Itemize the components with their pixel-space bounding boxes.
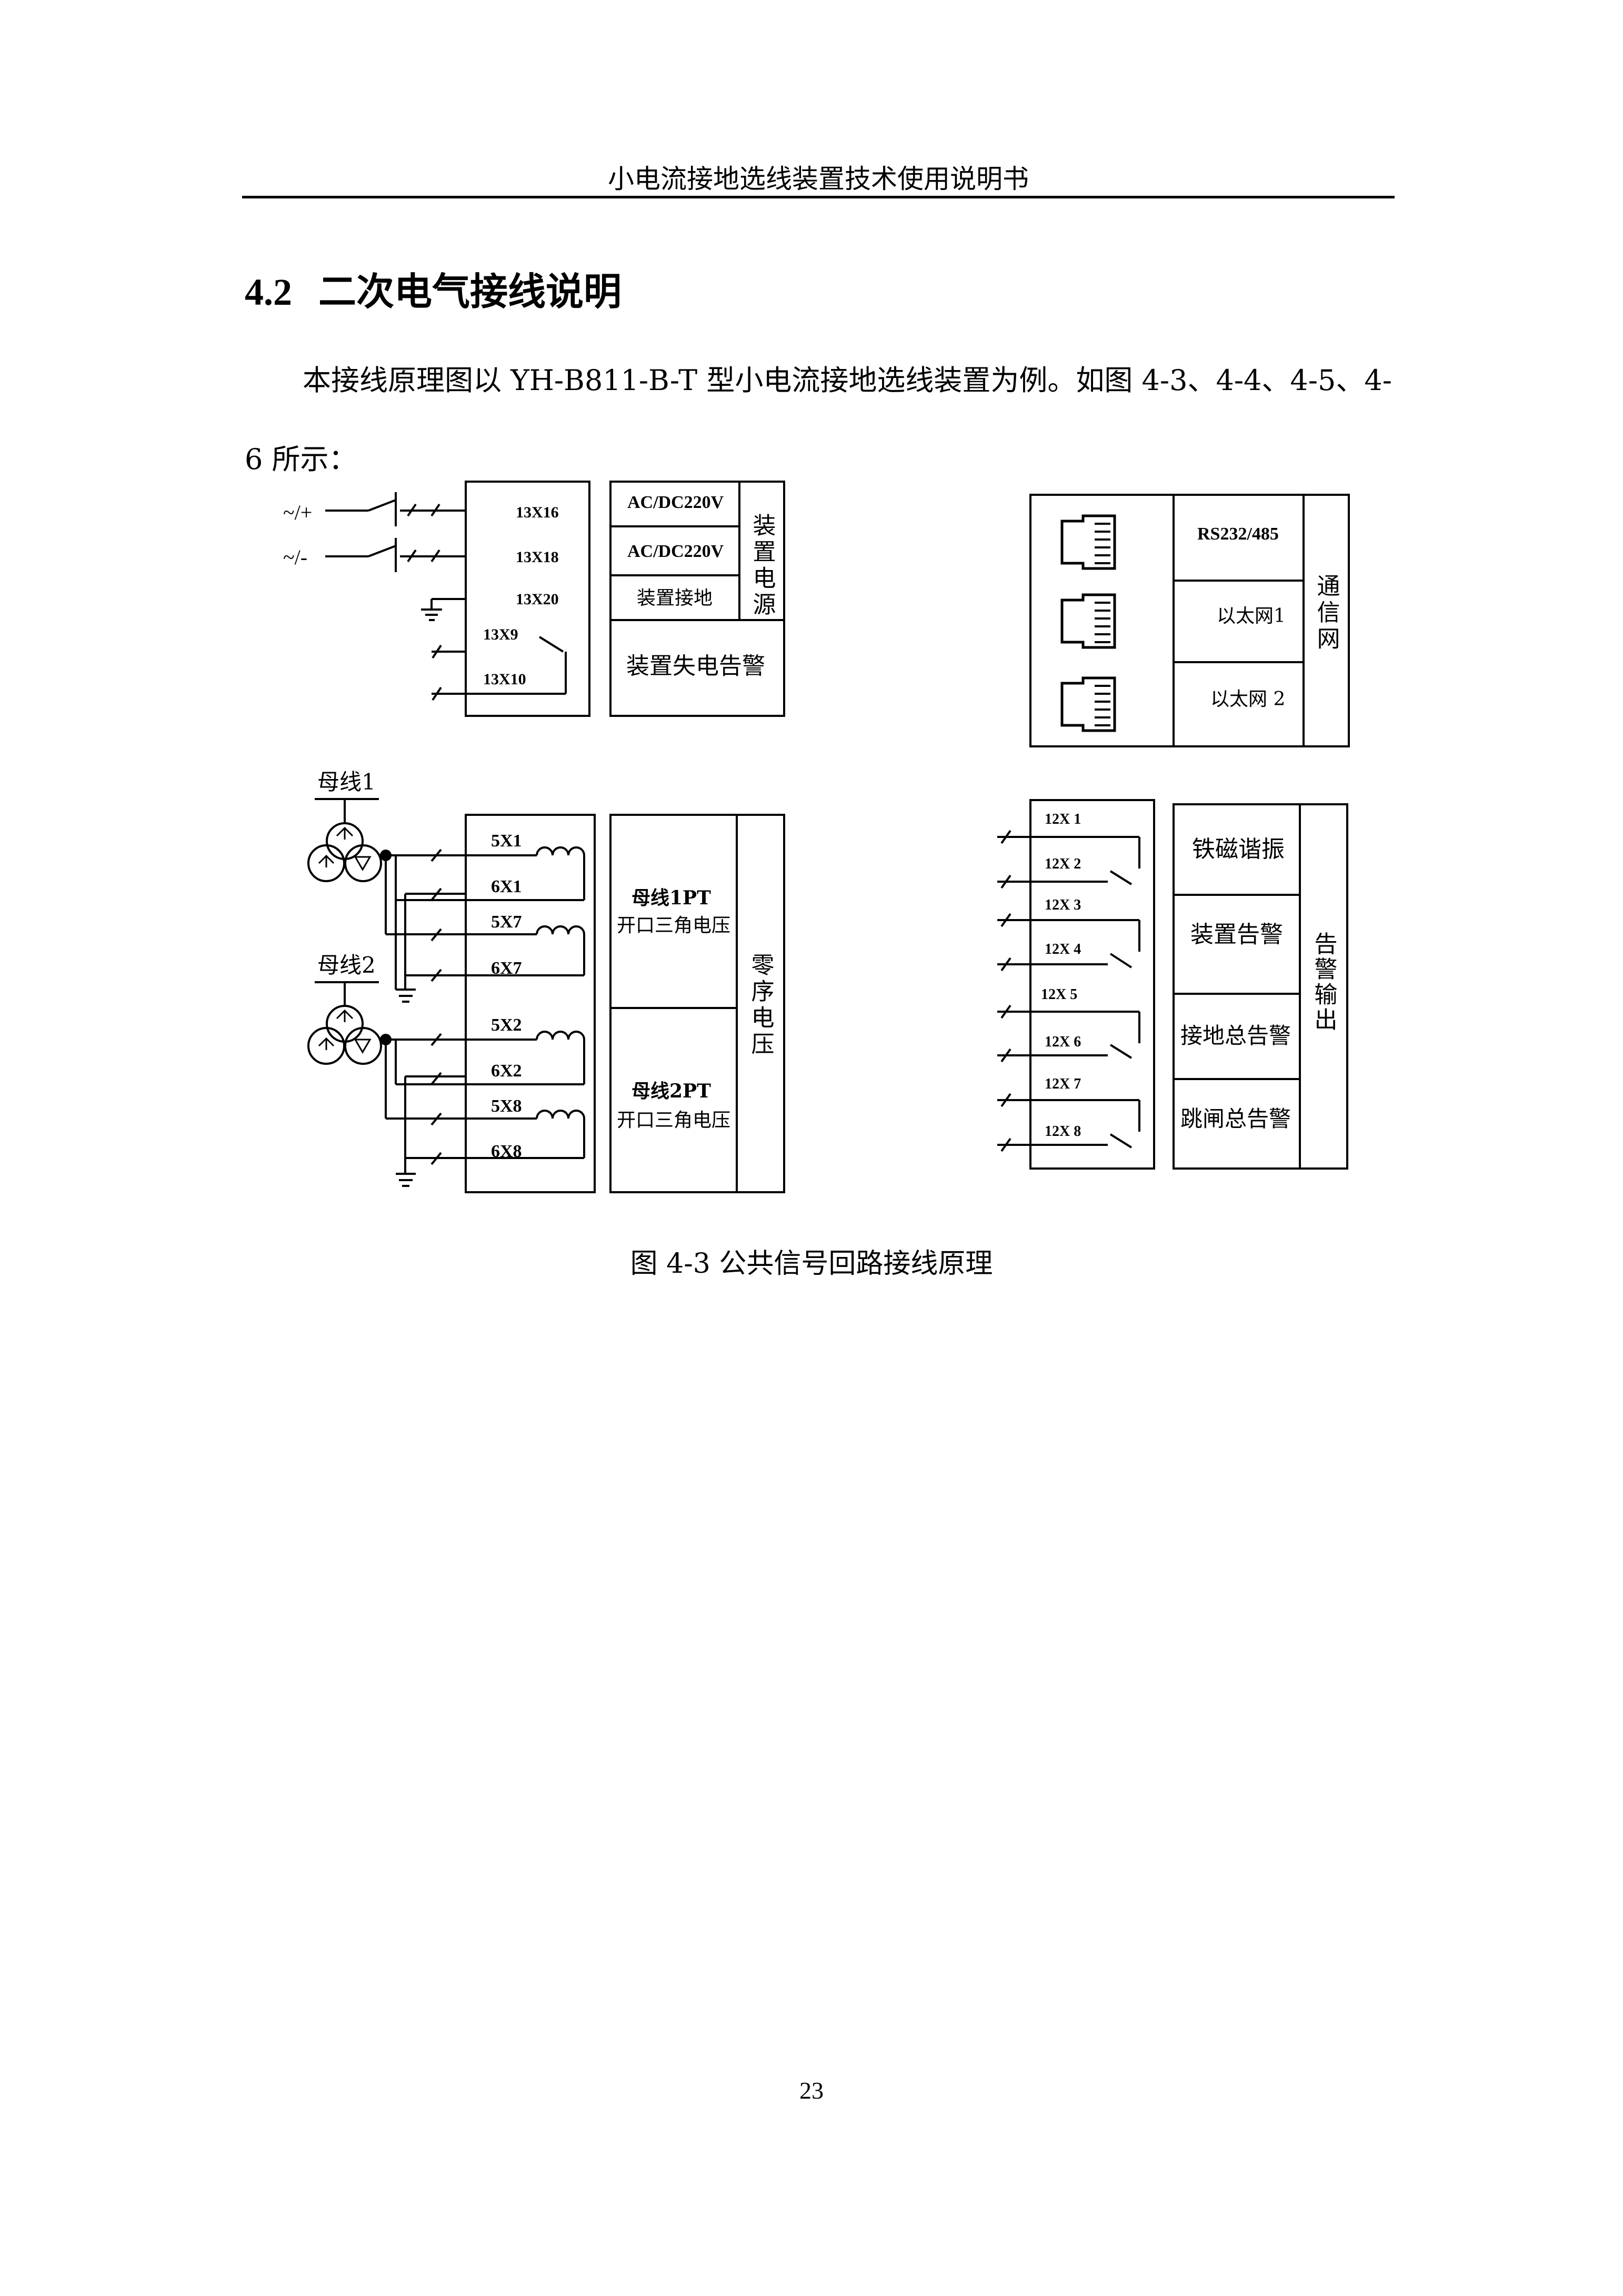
power-func-ac2: AC/DC220V (627, 542, 724, 561)
terminal-13x10: 13X10 (483, 671, 526, 688)
terminal-13x20: 13X20 (516, 591, 559, 608)
terminal-12x6: 12X 6 (1045, 1034, 1081, 1050)
comm-ethernet-2: 以太网 2 (1210, 688, 1285, 710)
comm-group-label: 通信网 (1313, 574, 1340, 653)
terminal-5x2: 5X2 (491, 1015, 522, 1035)
power-input-pos: ~/+ (283, 501, 312, 524)
figure-caption: 图 4-3 公共信号回路接线原理 (630, 1248, 993, 1280)
coil-icon (536, 925, 585, 935)
rj45-port-icon (1060, 593, 1116, 649)
alarm-group-label: 告警输出 (1310, 932, 1337, 1033)
coil-icon (536, 1031, 585, 1040)
power-group-label: 装置电源 (749, 513, 776, 618)
alarm-output-device: 装置告警 (1190, 921, 1283, 948)
bus-label-1: 母线1 (317, 769, 376, 795)
bus-label-2: 母线2 (317, 952, 376, 978)
power-func-fail-alarm: 装置失电告警 (626, 653, 765, 680)
running-header: 小电流接地选线装置技术使用说明书 (608, 164, 1029, 194)
coil-icon (536, 1110, 585, 1119)
body-paragraph: 本接线原理图以 YH-B811-B-T 型小电流接地选线装置为例。如图 4-3、… (245, 364, 1392, 476)
comm-section: RS232/485 以太网1 以太网 2 通信网 (1029, 494, 1350, 747)
power-func-ac1: AC/DC220V (627, 493, 724, 512)
alarm-section: 12X 1 12X 2 12X 3 12X 4 12X 5 12X 6 12X … (997, 799, 1348, 1170)
section-title: 二次电气接线说明 (318, 269, 622, 314)
terminal-13x16: 13X16 (516, 504, 559, 521)
terminal-6x1: 6X1 (491, 877, 522, 896)
power-input-neg: ~/- (283, 545, 307, 569)
bus-group-label: 零序电压 (747, 953, 774, 1058)
rj45-port-icon (1060, 676, 1116, 732)
power-func-ground: 装置接地 (637, 587, 713, 609)
rj45-port-icon (1060, 514, 1116, 570)
pt-desc-1: 开口三角电压 (617, 915, 730, 936)
terminal-5x1: 5X1 (491, 831, 522, 851)
pt-desc-2: 开口三角电压 (617, 1110, 730, 1131)
alarm-output-trip: 跳闸总告警 (1180, 1106, 1291, 1132)
bus-section: 母线1 母线2 (307, 769, 785, 1193)
coil-icon (536, 846, 585, 856)
page-number: 23 (799, 2077, 824, 2104)
comm-rs232: RS232/485 (1197, 524, 1279, 544)
terminal-13x18: 13X18 (516, 548, 559, 566)
comm-ethernet-1: 以太网1 (1217, 605, 1286, 627)
terminal-12x7: 12X 7 (1045, 1076, 1081, 1092)
terminal-5x7: 5X7 (491, 912, 522, 932)
terminal-12x8: 12X 8 (1045, 1123, 1081, 1140)
terminal-12x4: 12X 4 (1045, 941, 1081, 957)
wiring-diagram: ~/+ ~/- 13X16 13X18 13X20 13X9 13X10 (283, 481, 1350, 1193)
pt-name-2: 母线2PT (632, 1080, 711, 1102)
terminal-12x3: 12X 3 (1045, 897, 1081, 913)
terminal-12x2: 12X 2 (1045, 856, 1081, 872)
terminal-12x1: 12X 1 (1045, 811, 1081, 827)
section-heading: 4.2 二次电气接线说明 (245, 261, 622, 316)
terminal-6x2: 6X2 (491, 1061, 522, 1081)
terminal-13x9: 13X9 (483, 626, 518, 643)
pt-name-1: 母线1PT (632, 887, 711, 909)
alarm-output-ferro: 铁磁谐振 (1192, 836, 1285, 863)
header-rule (242, 196, 1395, 198)
section-number: 4.2 (245, 271, 292, 313)
terminal-12x5: 12X 5 (1041, 986, 1077, 1003)
pt-transformer-icon (307, 1005, 382, 1065)
power-section: ~/+ ~/- 13X16 13X18 13X20 13X9 13X10 (283, 481, 785, 717)
terminal-5x8: 5X8 (491, 1096, 522, 1116)
pt-transformer-icon (307, 822, 382, 882)
alarm-output-ground: 接地总告警 (1180, 1023, 1291, 1049)
